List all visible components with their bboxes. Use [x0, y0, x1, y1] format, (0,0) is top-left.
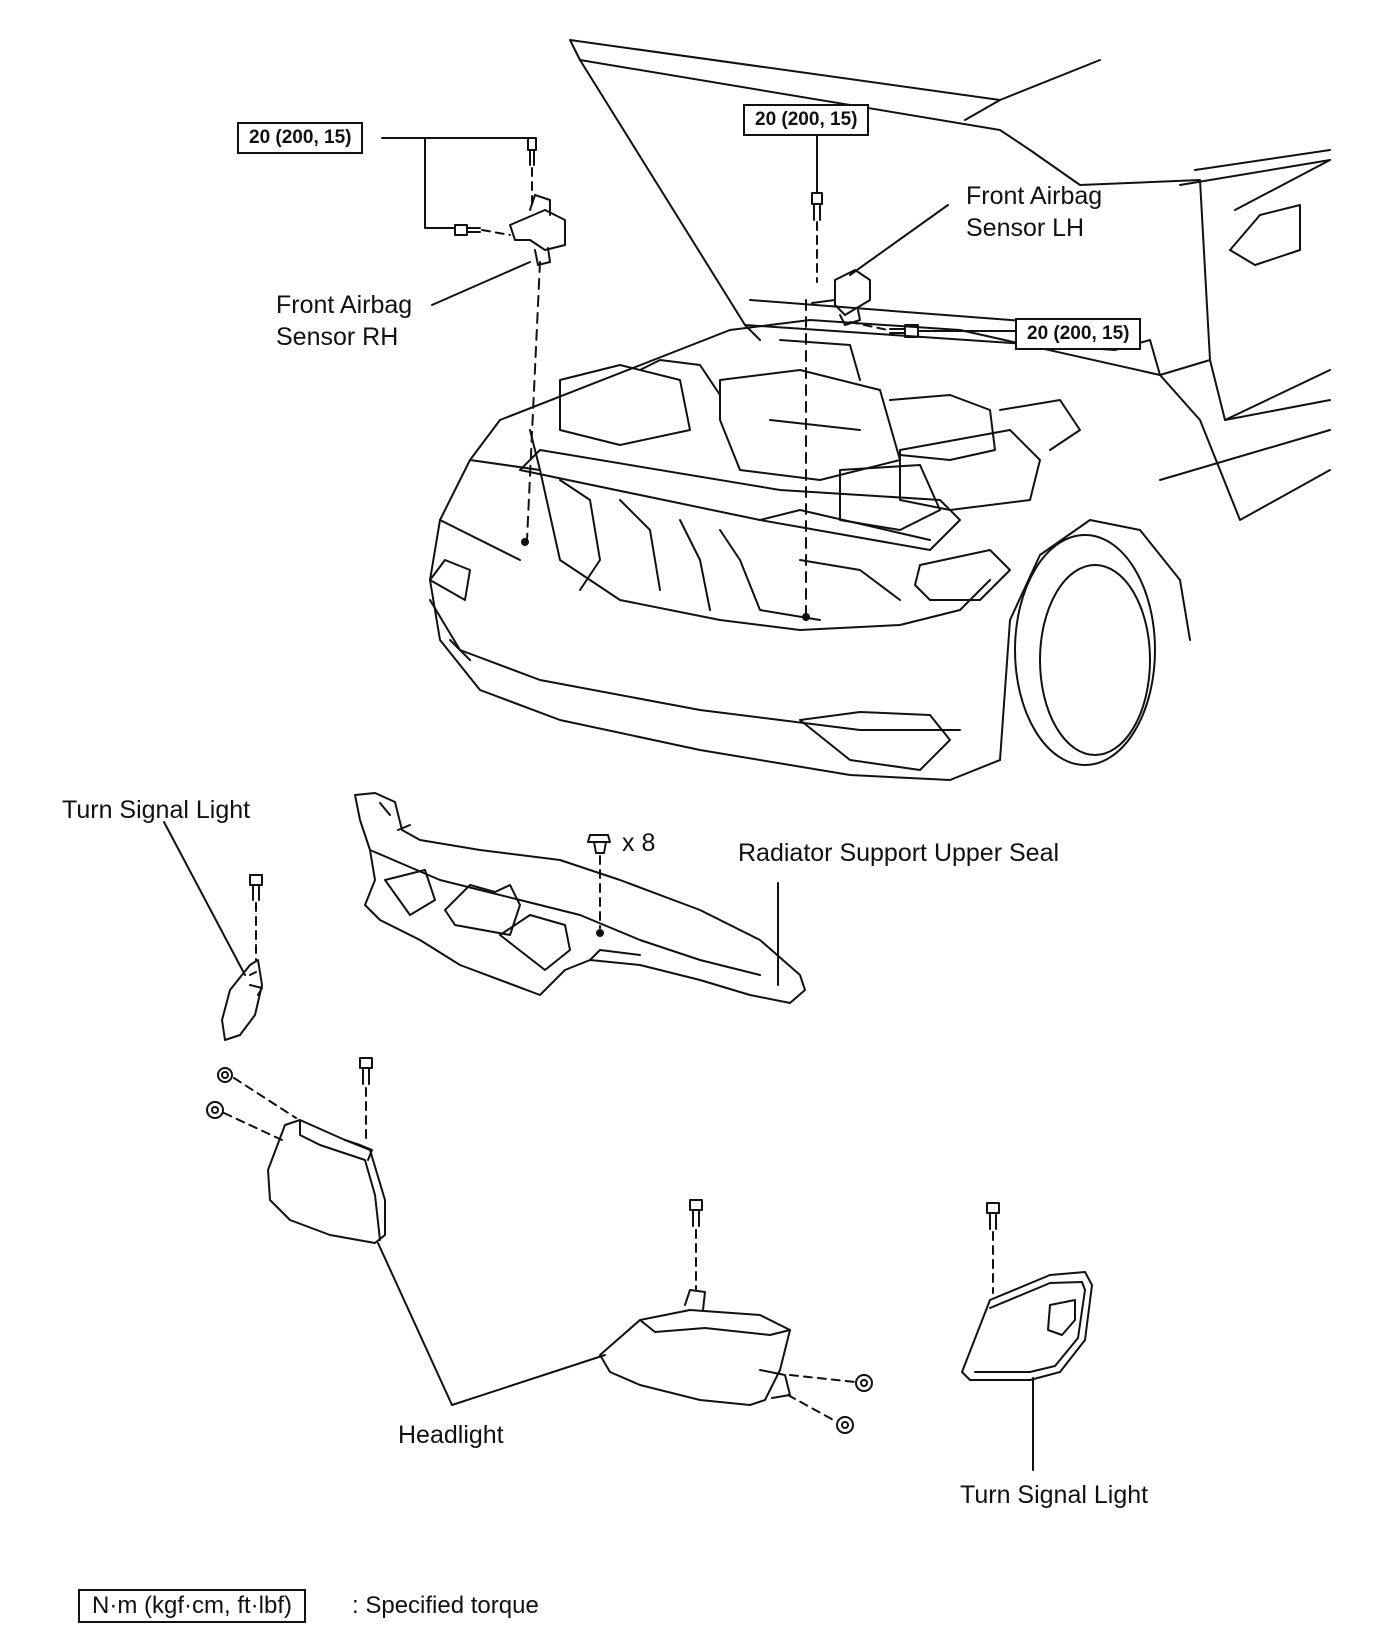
dashed-guide	[233, 1077, 297, 1119]
front-airbag-sensor-lh-label-line2: Sensor LH	[966, 214, 1085, 242]
turn-signal-light-right-icon	[961, 1271, 1093, 1381]
nut-icon	[217, 1067, 233, 1083]
bolt-icon	[811, 192, 823, 221]
torque-spec-rh: 20 (200, 15)	[237, 122, 364, 154]
nut-icon	[855, 1374, 873, 1392]
bolt-icon	[527, 137, 537, 166]
dashed-guide	[789, 1374, 856, 1383]
bolt-icon	[986, 1202, 1000, 1230]
clip-icon	[587, 834, 611, 854]
torque-spec-lh-side: 20 (200, 15)	[1015, 318, 1142, 350]
turn-signal-light-left-label: Turn Signal Light	[62, 796, 251, 824]
radiator-seal-icon	[354, 792, 806, 1004]
front-airbag-sensor-rh-label-line1: Front Airbag	[276, 291, 413, 319]
headlight-leader	[377, 1242, 606, 1406]
bolt-icon	[249, 874, 263, 901]
airbag-sensor-lh-icon	[811, 269, 871, 326]
torque-legend-description: : Specified torque	[352, 1592, 539, 1619]
dashed-guide	[481, 229, 511, 236]
headlight-right-icon	[599, 1289, 791, 1406]
car-front-icon	[429, 39, 1331, 781]
sensor-lh-leader	[849, 204, 949, 276]
dashed-guide	[223, 1112, 283, 1141]
dashed-guide	[787, 1394, 838, 1423]
bolt-icon	[359, 1057, 373, 1085]
nut-icon	[836, 1416, 854, 1434]
turn-signal-light-right-label: Turn Signal Light	[960, 1481, 1149, 1509]
airbag-sensor-rh-icon	[509, 194, 566, 266]
dashed-guide	[526, 261, 541, 541]
turn-signal-light-left-icon	[221, 959, 263, 1041]
front-airbag-sensor-lh-label-line1: Front Airbag	[966, 182, 1103, 210]
bolt-icon	[454, 224, 481, 236]
nut-icon	[206, 1101, 224, 1119]
turn-signal-left-leader	[163, 821, 246, 976]
clip-count-label: x 8	[622, 829, 656, 857]
radiator-support-upper-seal-label: Radiator Support Upper Seal	[738, 839, 1060, 867]
torque-spec-lh-upper: 20 (200, 15)	[743, 104, 870, 136]
front-airbag-sensor-rh-label-line2: Sensor RH	[276, 323, 399, 351]
dashed-guide	[849, 321, 889, 331]
torque-unit-legend-box: N·m (kgf·cm, ft·lbf)	[78, 1589, 306, 1623]
headlight-label: Headlight	[398, 1421, 504, 1449]
bolt-icon	[689, 1199, 703, 1227]
sensor-rh-leader	[431, 261, 531, 306]
bolt-icon	[889, 324, 919, 338]
torque-leader-rh	[381, 137, 531, 229]
mount-hole	[596, 929, 604, 937]
headlight-left-icon	[267, 1119, 386, 1244]
